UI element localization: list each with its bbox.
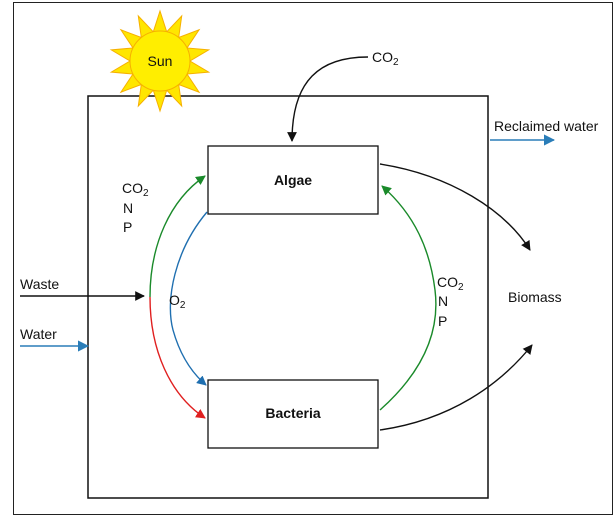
sun-label: Sun: [148, 53, 173, 69]
bacteria-label: Bacteria: [265, 405, 320, 421]
algae-label: Algae: [274, 172, 312, 188]
svg-text:N: N: [438, 293, 448, 309]
svg-text:CO2: CO2: [122, 180, 149, 199]
reclaimed-water-label: Reclaimed water: [494, 118, 599, 134]
algae-box: [207, 145, 379, 215]
image-frame: [13, 2, 613, 515]
water-label: Water: [20, 326, 57, 342]
svg-text:P: P: [123, 219, 132, 235]
co2-input-label: CO2: [372, 49, 399, 68]
sun-icon: Sun: [109, 9, 211, 113]
co2-input-arrow: [287, 56, 369, 142]
biomass-label: Biomass: [508, 289, 562, 305]
svg-text:N: N: [123, 200, 133, 216]
left-nutrients-label: CO2 N P: [122, 180, 149, 235]
right-nutrient-arrow: [379, 185, 437, 411]
oxygen-label: O2: [169, 292, 186, 311]
svg-text:CO2: CO2: [437, 274, 464, 293]
svg-text:P: P: [438, 313, 447, 329]
left-nutrient-arrow: [149, 175, 206, 298]
waste-label: Waste: [20, 276, 59, 292]
bacteria-box: [207, 379, 379, 449]
waste-to-bacteria-arrow: [149, 296, 206, 419]
oxygen-arrow: [169, 211, 208, 386]
right-nutrients-label: CO2 N P: [437, 274, 464, 329]
bacteria-biomass-arrow: [379, 344, 533, 431]
reactor-container: [87, 95, 489, 499]
algae-biomass-arrow: [379, 163, 531, 251]
